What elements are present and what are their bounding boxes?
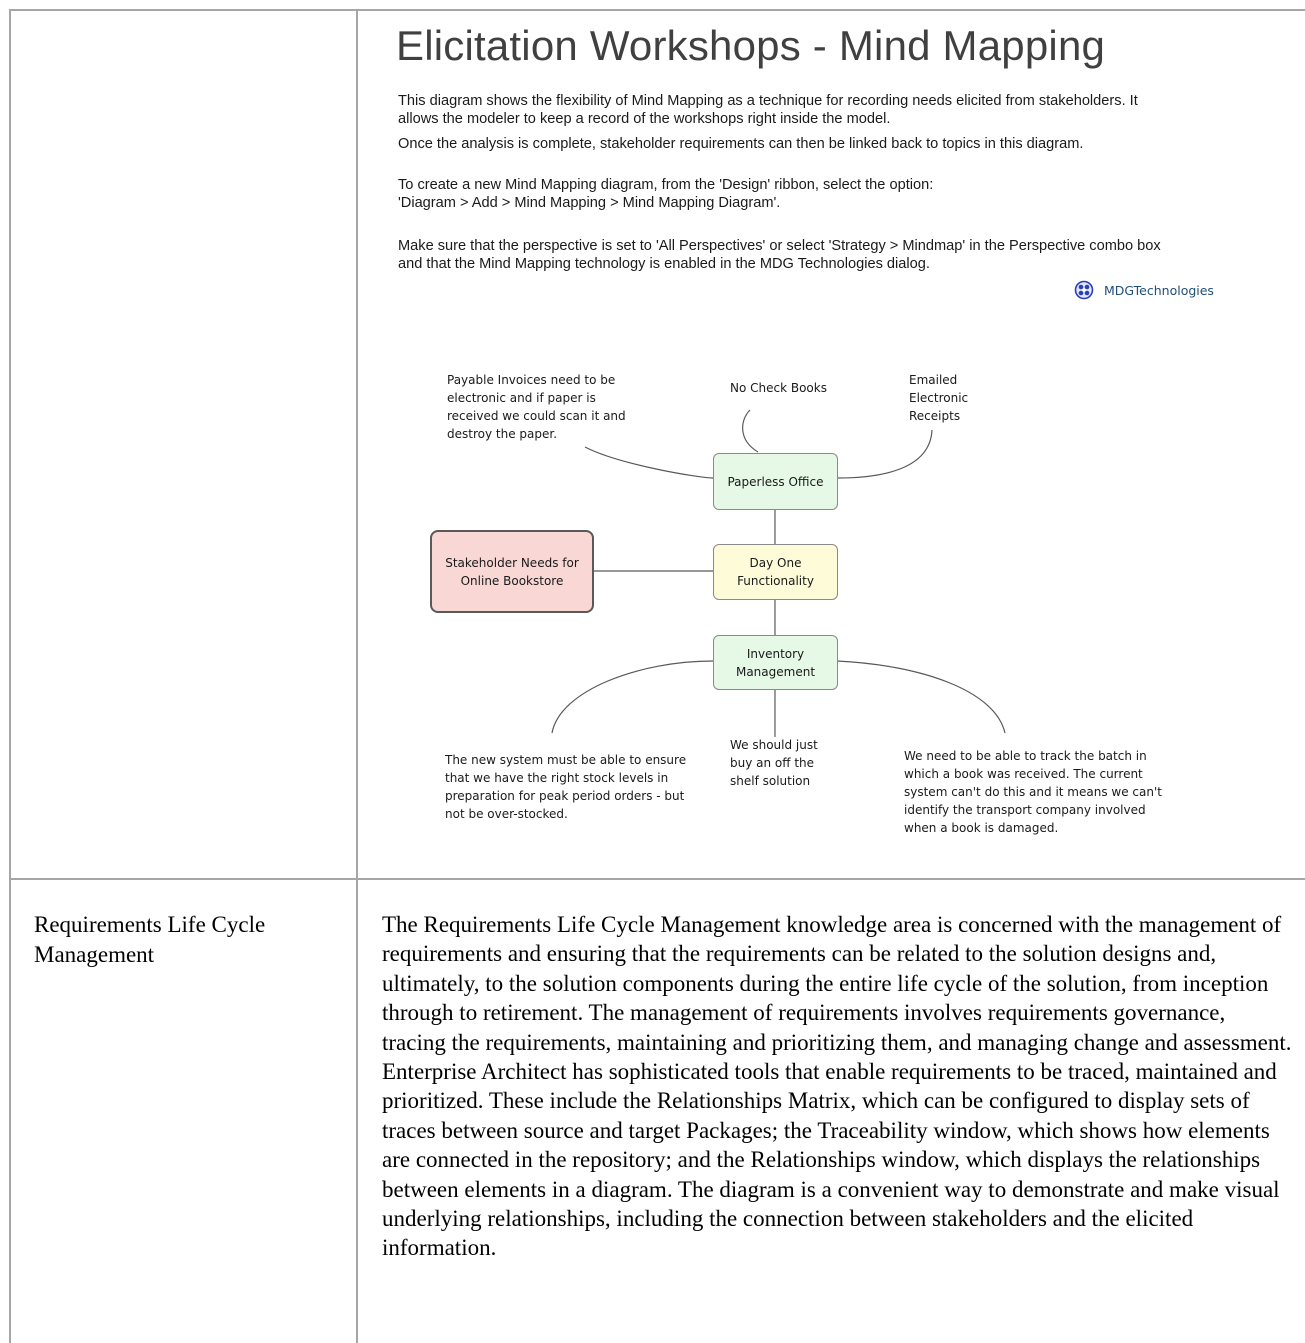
mdg-technologies-link[interactable]: MDGTechnologies: [1074, 278, 1214, 302]
topic-line: system can't do this and it means we can…: [904, 785, 1162, 799]
row-divider: [10, 878, 1305, 880]
inventory-management-node[interactable]: Inventory Management: [713, 635, 838, 690]
day-one-line: Day One: [749, 556, 802, 570]
day-one-functionality-node[interactable]: Day One Functionality: [713, 544, 838, 600]
topic-line: not be over-stocked.: [445, 807, 568, 821]
diagram-title: Elicitation Workshops - Mind Mapping: [396, 22, 1106, 69]
topic-line: destroy the paper.: [447, 427, 558, 441]
topic-line: that we have the right stock levels in: [445, 771, 669, 785]
diagram-note-line: This diagram shows the flexibility of Mi…: [398, 93, 1138, 109]
table-left-border: [9, 9, 11, 1343]
topic-line: received we could scan it and: [447, 409, 626, 423]
diagram-note-line: To create a new Mind Mapping diagram, fr…: [398, 177, 934, 193]
topic-payable-invoices[interactable]: Payable Invoices need to be electronic a…: [447, 371, 626, 443]
diagram-note-line: 'Diagram > Add > Mind Mapping > Mind Map…: [398, 195, 781, 211]
topic-line: No Check Books: [730, 381, 827, 395]
topic-line: We should just: [730, 738, 818, 752]
diagram-note-line: Make sure that the perspective is set to…: [398, 238, 1161, 254]
topic-line: which a book was received. The current: [904, 767, 1143, 781]
table-top-border: [10, 9, 1305, 11]
mind-map-connectors: [551, 409, 1006, 737]
topic-line: We need to be able to track the batch in: [904, 749, 1147, 763]
diagram-note-line: allows the modeler to keep a record of t…: [398, 111, 891, 127]
connector-emailed: [836, 429, 933, 479]
diagram-note-line: Once the analysis is complete, stakehold…: [398, 136, 1084, 152]
paperless-office-node[interactable]: Paperless Office: [713, 453, 838, 510]
topic-no-check-books[interactable]: No Check Books: [730, 379, 827, 397]
central-topic-node[interactable]: Stakeholder Needs for Online Bookstore: [430, 530, 594, 613]
paperless-office-label: Paperless Office: [727, 474, 824, 489]
connector-no-check: [742, 409, 759, 453]
central-topic-line: Online Bookstore: [460, 573, 564, 588]
inventory-line: Management: [735, 664, 816, 679]
day-one-line: Functionality: [737, 574, 814, 588]
connector-payable: [584, 446, 714, 479]
topic-line: buy an off the: [730, 756, 815, 770]
topic-line: when a book is damaged.: [904, 821, 1059, 835]
topic-line: The new system must be able to ensure: [445, 753, 687, 767]
topic-line: Electronic: [909, 391, 969, 405]
topic-track-batch[interactable]: We need to be able to track the batch in…: [904, 747, 1162, 837]
topic-line: Payable Invoices need to be: [447, 373, 616, 387]
topic-stock-levels[interactable]: The new system must be able to ensure th…: [445, 751, 686, 823]
row-label: Requirements Life Cycle Management: [34, 912, 266, 967]
mdg-technologies-label: MDGTechnologies: [1104, 282, 1214, 298]
topic-emailed-receipts[interactable]: Emailed Electronic Receipts: [909, 371, 968, 425]
central-topic-line: Stakeholder Needs for: [445, 555, 579, 570]
diagram-note-line: and that the Mind Mapping technology is …: [398, 256, 930, 272]
topic-line: identify the transport company involved: [904, 803, 1146, 817]
topic-line: preparation for peak period orders - but: [445, 789, 685, 803]
inventory-line: Inventory: [746, 646, 805, 661]
connector-batch: [836, 660, 1006, 734]
topic-line: Emailed: [909, 373, 958, 387]
topic-line: shelf solution: [730, 774, 811, 788]
topic-line: Receipts: [909, 409, 961, 423]
topic-shelf-solution[interactable]: We should just buy an off the shelf solu…: [730, 736, 818, 790]
topic-line: electronic and if paper is: [447, 391, 596, 405]
row-body-text: The Requirements Life Cycle Management k…: [382, 912, 1292, 1261]
column-divider: [356, 9, 358, 1343]
mdg-technologies-icon: [1074, 280, 1094, 300]
connector-stock: [551, 660, 714, 734]
